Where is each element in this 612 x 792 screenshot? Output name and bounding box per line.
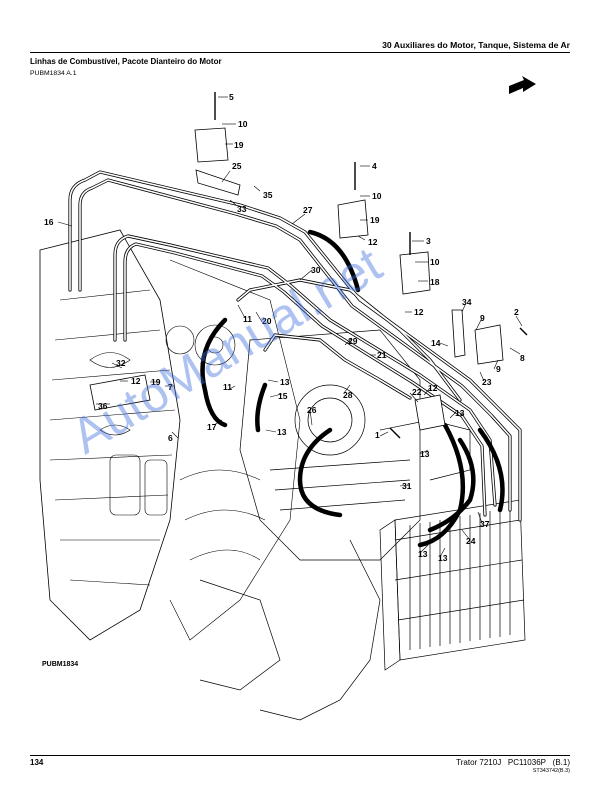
callout-label: 14 (431, 338, 441, 348)
callout-label: 13 (418, 549, 428, 559)
callout-label: 29 (348, 336, 358, 346)
callout-label: 1 (375, 430, 380, 440)
callout-label: 10 (430, 257, 440, 267)
footer-product-info: Trator 7210J PC11036P (B.1) (456, 758, 570, 767)
callout-label: 19 (151, 377, 161, 387)
footer-catalog: PC11036P (507, 758, 546, 767)
page-title: Linhas de Combustível, Pacote Dianteiro … (30, 57, 222, 66)
callout-label: 27 (303, 205, 313, 215)
callout-label: 20 (262, 316, 272, 326)
callout-label: 13 (277, 427, 287, 437)
callout-label: 19 (234, 140, 244, 150)
callout-label: 10 (238, 119, 248, 129)
callout-label: 31 (402, 481, 412, 491)
callout-label: 36 (98, 401, 108, 411)
callout-label: 26 (307, 405, 317, 415)
callout-label: 15 (278, 391, 288, 401)
fuel-tubes-inner (69, 171, 521, 521)
radiator-drawing (379, 499, 526, 671)
callout-label: 9 (496, 364, 501, 374)
callout-label: 16 (44, 217, 54, 227)
callout-label: 13 (438, 553, 448, 563)
page-number: 134 (30, 758, 44, 767)
figure-label: PUBM1834 (42, 661, 79, 668)
callout-leaders (57, 96, 523, 558)
callout-label: 37 (480, 519, 490, 529)
callout-label: 13 (280, 377, 290, 387)
direction-arrow-icon (509, 76, 536, 94)
callout-label: 33 (237, 204, 247, 214)
callout-label: 5 (229, 92, 234, 102)
callout-label: 10 (372, 191, 382, 201)
callout-label: 19 (370, 215, 380, 225)
callout-label: 11 (243, 314, 252, 324)
callout-label: 25 (232, 161, 242, 171)
callout-label: 23 (482, 377, 492, 387)
callout-label: 13 (420, 449, 430, 459)
callout-label: 7 (168, 382, 173, 392)
callout-label: 12 (428, 383, 438, 393)
callout-label: 12 (414, 307, 424, 317)
callout-label: 21 (377, 350, 387, 360)
callout-label: 9 (480, 313, 485, 323)
bolts (214, 92, 528, 439)
callout-label: 28 (343, 390, 353, 400)
callout-label: 3 (426, 236, 431, 246)
callout-label: 30 (311, 265, 321, 275)
callout-label: 22 (412, 387, 422, 397)
callout-labels: 5 10 19 25 35 33 4 10 19 12 3 10 18 16 2… (44, 92, 525, 563)
fuel-hoses (200, 229, 505, 548)
footer-rule (30, 755, 570, 756)
callout-label: 6 (168, 433, 173, 443)
header-rule (30, 52, 570, 53)
footer-revision: (B.1) (552, 758, 570, 767)
callout-label: 12 (368, 237, 378, 247)
watermark-text: AutoManual.net (62, 236, 391, 464)
callout-label: 11 (223, 382, 232, 392)
brackets (89, 127, 504, 431)
callout-label: 13 (455, 408, 465, 418)
section-title: 30 Auxiliares do Motor, Tanque, Sistema … (382, 40, 570, 50)
callout-label: 32 (116, 358, 126, 368)
footer-product: Trator 7210J (456, 758, 502, 767)
callout-label: 18 (430, 277, 440, 287)
callout-label: 34 (462, 297, 472, 307)
callout-label: 17 (207, 422, 217, 432)
callout-label: 8 (520, 353, 525, 363)
callout-label: 4 (372, 161, 377, 171)
callout-label: 12 (131, 376, 141, 386)
figure-reference: PUBM1834 A.1 (30, 70, 77, 77)
callout-label: 35 (263, 190, 273, 200)
callout-label: 24 (466, 536, 476, 546)
callout-label: 2 (514, 307, 519, 317)
footer-doc-code: ST343742(B.3) (532, 768, 570, 774)
engine-block-drawing (39, 229, 301, 641)
